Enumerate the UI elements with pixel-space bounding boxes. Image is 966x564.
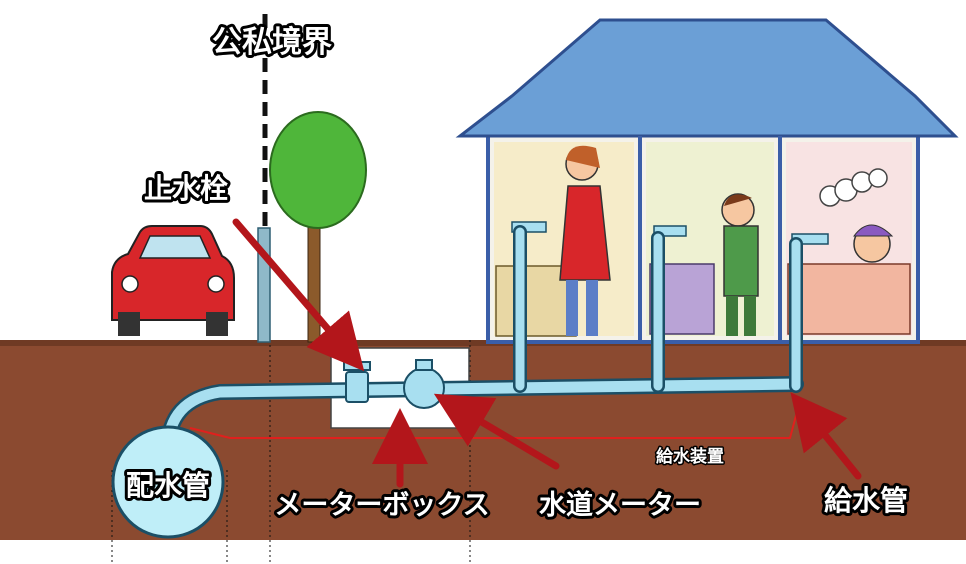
pointer-arrows	[232, 218, 862, 488]
boundary-label: 公私境界	[212, 25, 332, 60]
ground-surface	[0, 340, 966, 346]
tree	[269, 111, 367, 343]
distribution-pipe-label: 配水管	[126, 469, 210, 502]
water-meter-pointer	[433, 393, 560, 470]
supply-pipe-label: 給水管	[824, 484, 908, 517]
supply-device-label: 給水装置	[656, 446, 724, 467]
stop-valve	[343, 361, 371, 403]
woman-figure	[559, 145, 611, 336]
car	[111, 225, 235, 336]
water-meter-label: 水道メーター	[539, 489, 701, 521]
man-figure	[721, 193, 759, 336]
distribution-pipe-circle	[111, 425, 225, 539]
supply-pipe-pointer	[790, 392, 862, 480]
stop-valve-pointer	[232, 218, 365, 372]
meter-box-label: メーターボックス	[274, 490, 489, 521]
stop-valve-label: 止水栓	[144, 172, 228, 205]
child-in-bath	[853, 224, 894, 263]
house	[455, 18, 959, 344]
